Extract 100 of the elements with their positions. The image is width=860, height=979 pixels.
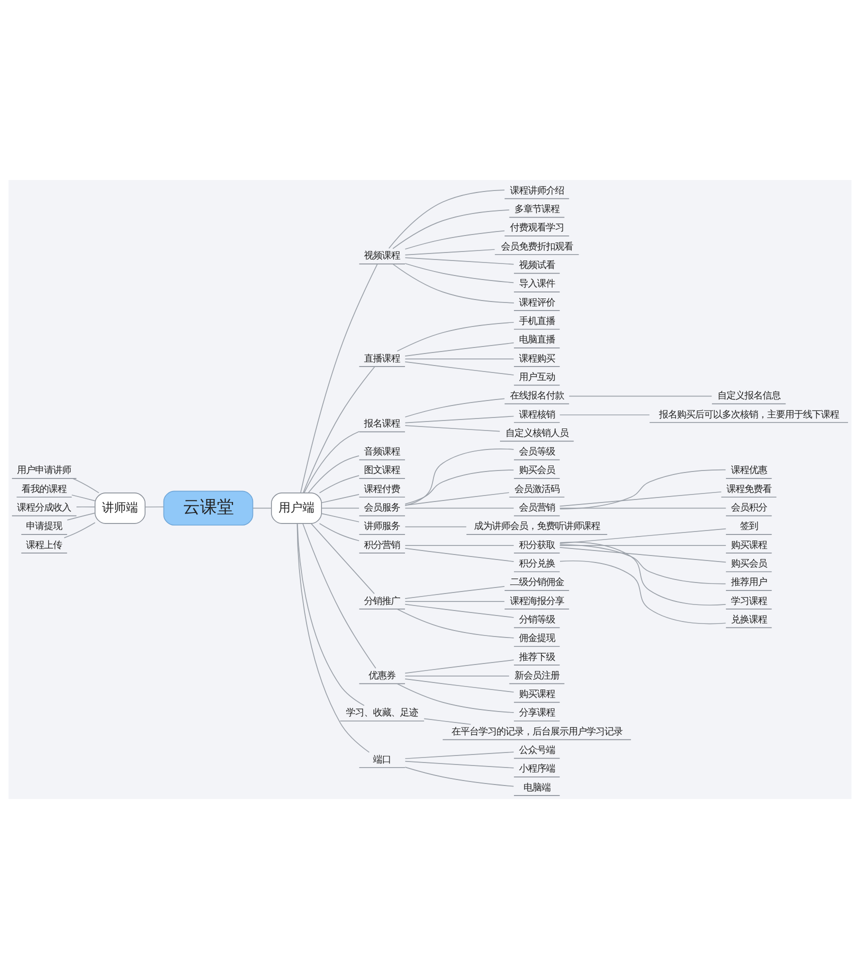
node-text: 会员服务 [364, 502, 400, 514]
node-text: 端口 [373, 754, 392, 766]
connector [404, 526, 467, 528]
node-text: 学习、收藏、足迹 [346, 708, 418, 719]
node-text: 佣金提现 [518, 633, 555, 644]
node-text: 课程免费看 [726, 484, 772, 495]
node-text: 课程上传 [26, 540, 62, 551]
node-text: 会员免费折扣观看 [500, 241, 573, 252]
connector [71, 494, 96, 502]
node-text: 视频课程 [364, 250, 400, 262]
node-text: 积分营销 [364, 540, 400, 551]
node-box: 讲师端 [94, 492, 146, 524]
connector [560, 544, 726, 584]
node-text: 新会员注册 [514, 670, 560, 682]
node-text: 图文课程 [364, 465, 400, 476]
connector [297, 523, 365, 706]
connector [560, 469, 726, 510]
connector [300, 264, 378, 494]
node-text: 小程序端 [518, 764, 555, 775]
node-text: 成为讲师会员，免费听讲师课程 [474, 521, 600, 532]
node-text: 自定义报名信息 [717, 390, 780, 402]
connector [66, 512, 96, 520]
connector [568, 396, 712, 397]
node-text: 签到 [740, 521, 758, 532]
node-text: 优惠券 [368, 670, 396, 682]
node-text: 课程评价 [518, 297, 555, 308]
node-text: 课程核销 [518, 409, 555, 420]
connector [404, 586, 505, 599]
node-box: 用户端 [271, 492, 322, 524]
connector [559, 414, 650, 416]
node-text: 分销等级 [518, 614, 555, 626]
node-text: 用户申请讲师 [17, 465, 72, 476]
connector [319, 475, 360, 494]
node-text: 多章节课程 [514, 204, 560, 216]
node-text: 申请提现 [26, 521, 62, 532]
connector [404, 249, 496, 256]
connector [321, 508, 360, 509]
connector [392, 264, 514, 304]
connector [560, 560, 726, 624]
connector [404, 766, 514, 787]
connector [392, 209, 510, 250]
node-text: 推荐下级 [518, 652, 555, 663]
connector [404, 660, 514, 674]
connector [404, 448, 514, 506]
node-text: 分享课程 [518, 708, 555, 719]
connector [302, 366, 375, 494]
connector [404, 361, 514, 376]
node-text: 直播课程 [364, 353, 400, 364]
node-text: 在平台学习的记录，后台展示用户学习记录 [451, 726, 622, 738]
connector [302, 523, 376, 669]
node-text: 讲师服务 [364, 521, 400, 532]
connector [404, 760, 514, 768]
node-text: 导入课件 [518, 278, 555, 290]
node-text: 课程海报分享 [510, 596, 564, 607]
node-text: 看我的课程 [22, 484, 67, 495]
node-text: 音频课程 [364, 446, 400, 458]
node-text: 课程讲师介绍 [510, 185, 564, 196]
connector [404, 604, 514, 618]
node-box: 云课堂 [163, 490, 254, 526]
connector [404, 230, 505, 250]
connector [396, 322, 514, 352]
connector [404, 416, 514, 424]
node-text: 会员营销 [518, 502, 555, 514]
connector [319, 523, 360, 542]
node-text: 课程分成收入 [17, 502, 72, 514]
connector [404, 678, 514, 693]
node-text: 购买课程 [730, 540, 767, 551]
node-text: 学习课程 [730, 596, 767, 607]
connector [404, 398, 505, 418]
node-text: 积分获取 [518, 540, 555, 551]
connector [308, 455, 360, 494]
node-text: 付费观看学习 [510, 222, 564, 234]
node-text: 分销推广 [364, 596, 400, 607]
node-text: 购买课程 [518, 689, 555, 700]
connector [404, 470, 514, 504]
node-text: 报名购买后可以多次核销，主要用于线下课程 [658, 409, 839, 420]
connector [310, 523, 375, 594]
connector [404, 508, 514, 509]
connector [404, 257, 514, 265]
node-text: 会员等级 [518, 446, 555, 458]
connector [424, 718, 472, 725]
node-text: 课程购买 [518, 353, 555, 364]
connector [296, 523, 370, 753]
node-text: 视频试看 [518, 260, 555, 272]
connector [388, 190, 505, 249]
connector [404, 342, 514, 356]
connector [404, 548, 514, 562]
connector [64, 522, 96, 538]
connector [559, 508, 726, 509]
node-text: 电脑端 [523, 782, 550, 794]
node-text: 二级分销佣金 [510, 577, 564, 588]
connector [321, 494, 360, 504]
node-text: 兑换课程 [730, 614, 767, 626]
connector [559, 491, 722, 507]
connector [76, 506, 96, 508]
connector [559, 545, 726, 546]
node-text: 购买会员 [730, 558, 767, 570]
connector [396, 683, 514, 713]
connector [404, 358, 514, 360]
node-text: 电脑直播 [518, 334, 555, 346]
